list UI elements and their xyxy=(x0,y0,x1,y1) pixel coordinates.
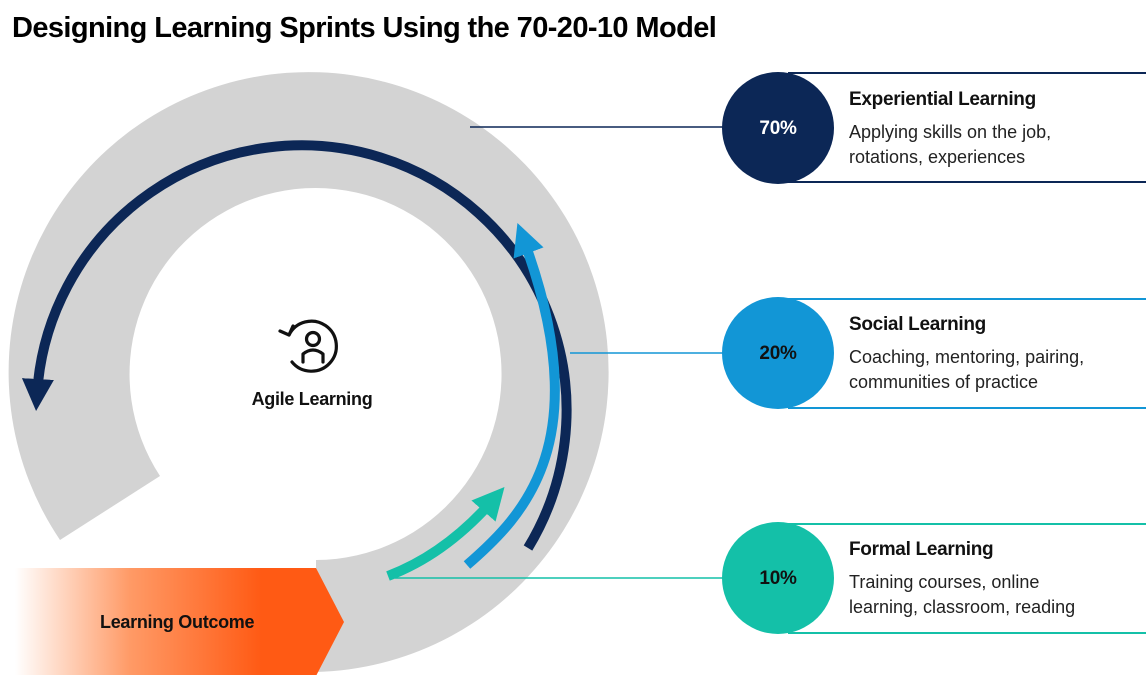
card-desc-social-line1: Coaching, mentoring, pairing, xyxy=(849,347,1085,367)
agile-learning-cycle-icon xyxy=(278,319,338,373)
card-desc-experiential-line2: rotations, experiences xyxy=(849,147,1026,167)
card-desc-experiential-line1: Applying skills on the job, xyxy=(849,122,1052,142)
badge-formal xyxy=(722,522,834,634)
percent-formal: 10% xyxy=(759,568,797,589)
card-desc-formal-line2: learning, classroom, reading xyxy=(849,597,1076,617)
cycle-ring xyxy=(8,72,609,672)
center-label: Agile Learning xyxy=(251,389,373,409)
badge-social xyxy=(722,297,834,409)
social-arrow xyxy=(463,222,560,569)
outcome-arrow xyxy=(15,568,344,675)
percent-social: 20% xyxy=(759,343,797,364)
card-title-experiential: Experiential Learning xyxy=(849,89,1036,110)
page-title: Designing Learning Sprints Using the 70-… xyxy=(12,12,717,44)
card-desc-formal-line1: Training courses, online xyxy=(849,572,1040,592)
percent-experiential: 70% xyxy=(759,118,797,139)
formal-arrow xyxy=(386,486,505,581)
card-title-social: Social Learning xyxy=(849,314,986,335)
badge-experiential xyxy=(722,72,834,184)
card-desc-social-line2: communities of practice xyxy=(849,372,1039,392)
experiential-arrow xyxy=(21,140,572,551)
card-title-formal: Formal Learning xyxy=(849,539,994,560)
outcome-label: Learning Outcome xyxy=(100,612,255,632)
